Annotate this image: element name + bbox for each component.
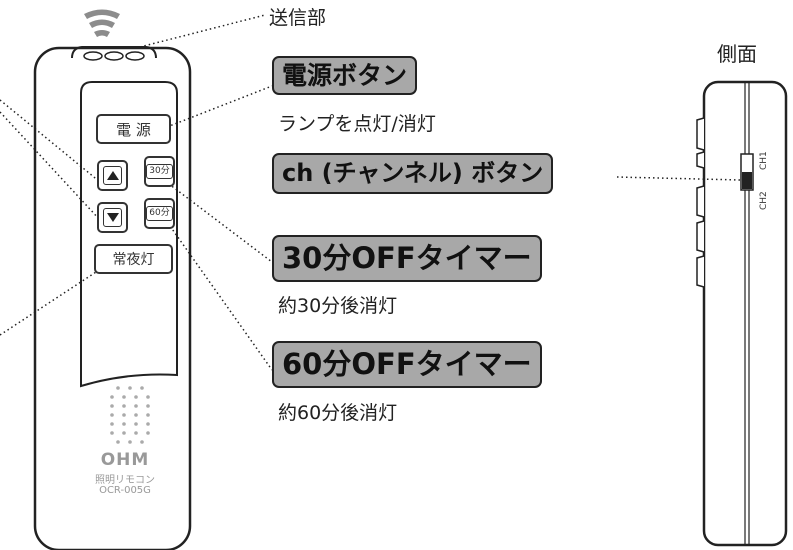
remote-timer60-button[interactable]: 60分	[144, 198, 175, 229]
brand-logo: OHM	[100, 450, 150, 470]
product-name: 照明リモコン	[95, 475, 155, 486]
remote-ch-down-button[interactable]	[97, 202, 128, 233]
remote-power-label: 電 源	[116, 120, 151, 139]
remote-ch-up-button[interactable]	[97, 160, 128, 191]
power-button-title: 電源ボタン	[282, 61, 408, 90]
signal-wave-icon	[84, 9, 120, 37]
remote-timer30-button[interactable]: 30分	[144, 156, 175, 187]
remote-night-light-label: 常夜灯	[112, 252, 155, 268]
ch-switch	[740, 153, 754, 191]
timer30-desc: 約30分後消灯	[278, 295, 398, 317]
timer30-callout: 30分OFFタイマー	[272, 235, 542, 282]
timer60-desc: 約60分後消灯	[278, 402, 398, 424]
timer30-title: 30分OFFタイマー	[282, 241, 532, 275]
ch2-label: CH2	[759, 191, 769, 210]
side-view-label: 側面	[717, 42, 757, 66]
remote-night-light-button[interactable]: 常夜灯	[94, 244, 173, 274]
speaker-grille	[110, 386, 150, 444]
timer60-callout: 60分OFFタイマー	[272, 341, 542, 388]
triangle-up-icon	[106, 171, 119, 180]
remote-side-view	[696, 80, 788, 547]
triangle-down-icon	[106, 213, 119, 222]
transmitter-label: 送信部	[269, 7, 327, 29]
model-number: OCR-005G	[99, 485, 151, 496]
timer60-title: 60分OFFタイマー	[282, 347, 532, 381]
power-button-callout: 電源ボタン	[272, 56, 418, 95]
remote-timer60-label: 60分	[146, 206, 173, 221]
remote-timer30-label: 30分	[146, 164, 173, 179]
channel-button-title: ch (チャンネル) ボタン	[282, 159, 544, 187]
remote-power-button[interactable]: 電 源	[96, 114, 171, 144]
ch1-label: CH1	[759, 151, 769, 170]
power-button-desc: ランプを点灯/消灯	[278, 113, 436, 135]
channel-button-callout: ch (チャンネル) ボタン	[272, 153, 554, 194]
